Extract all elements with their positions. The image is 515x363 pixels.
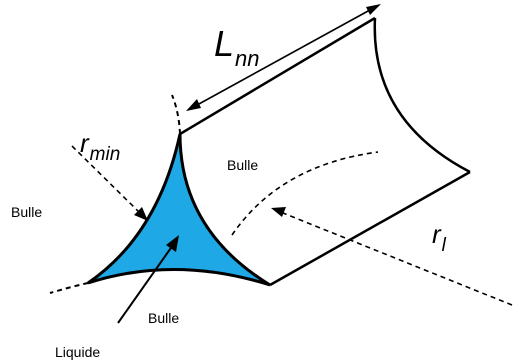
- rmin-arrowhead: [134, 207, 148, 221]
- film-bottom-edge: [269, 170, 471, 287]
- rmin-arrow: [71, 145, 141, 214]
- liquide-label: Liquide: [55, 344, 100, 360]
- film-right-edge: [373, 17, 471, 174]
- rl-dashed-curve: [231, 151, 379, 236]
- bottom-left-dashed-arc: [49, 282, 89, 294]
- lnn-label: Lnn: [214, 23, 260, 71]
- rmin-label: rmin: [80, 128, 120, 165]
- lnn-arrowhead-right: [366, 4, 381, 15]
- bulle-bottom-label: Bulle: [148, 310, 179, 326]
- liquide-arrowhead: [166, 235, 179, 252]
- lnn-arrow: [187, 4, 380, 111]
- rl-label: rl: [432, 219, 447, 256]
- liquide-arrow: [117, 244, 174, 324]
- film-top-edge: [179, 16, 376, 136]
- lnn-arrowhead-left: [186, 99, 201, 111]
- bulle-top-label: Bulle: [227, 157, 258, 173]
- rl-arrowhead: [271, 207, 286, 217]
- liquid-region: [87, 133, 271, 287]
- bulle-left-label: Bulle: [11, 204, 42, 220]
- rmin-dashed-arc: [171, 94, 181, 135]
